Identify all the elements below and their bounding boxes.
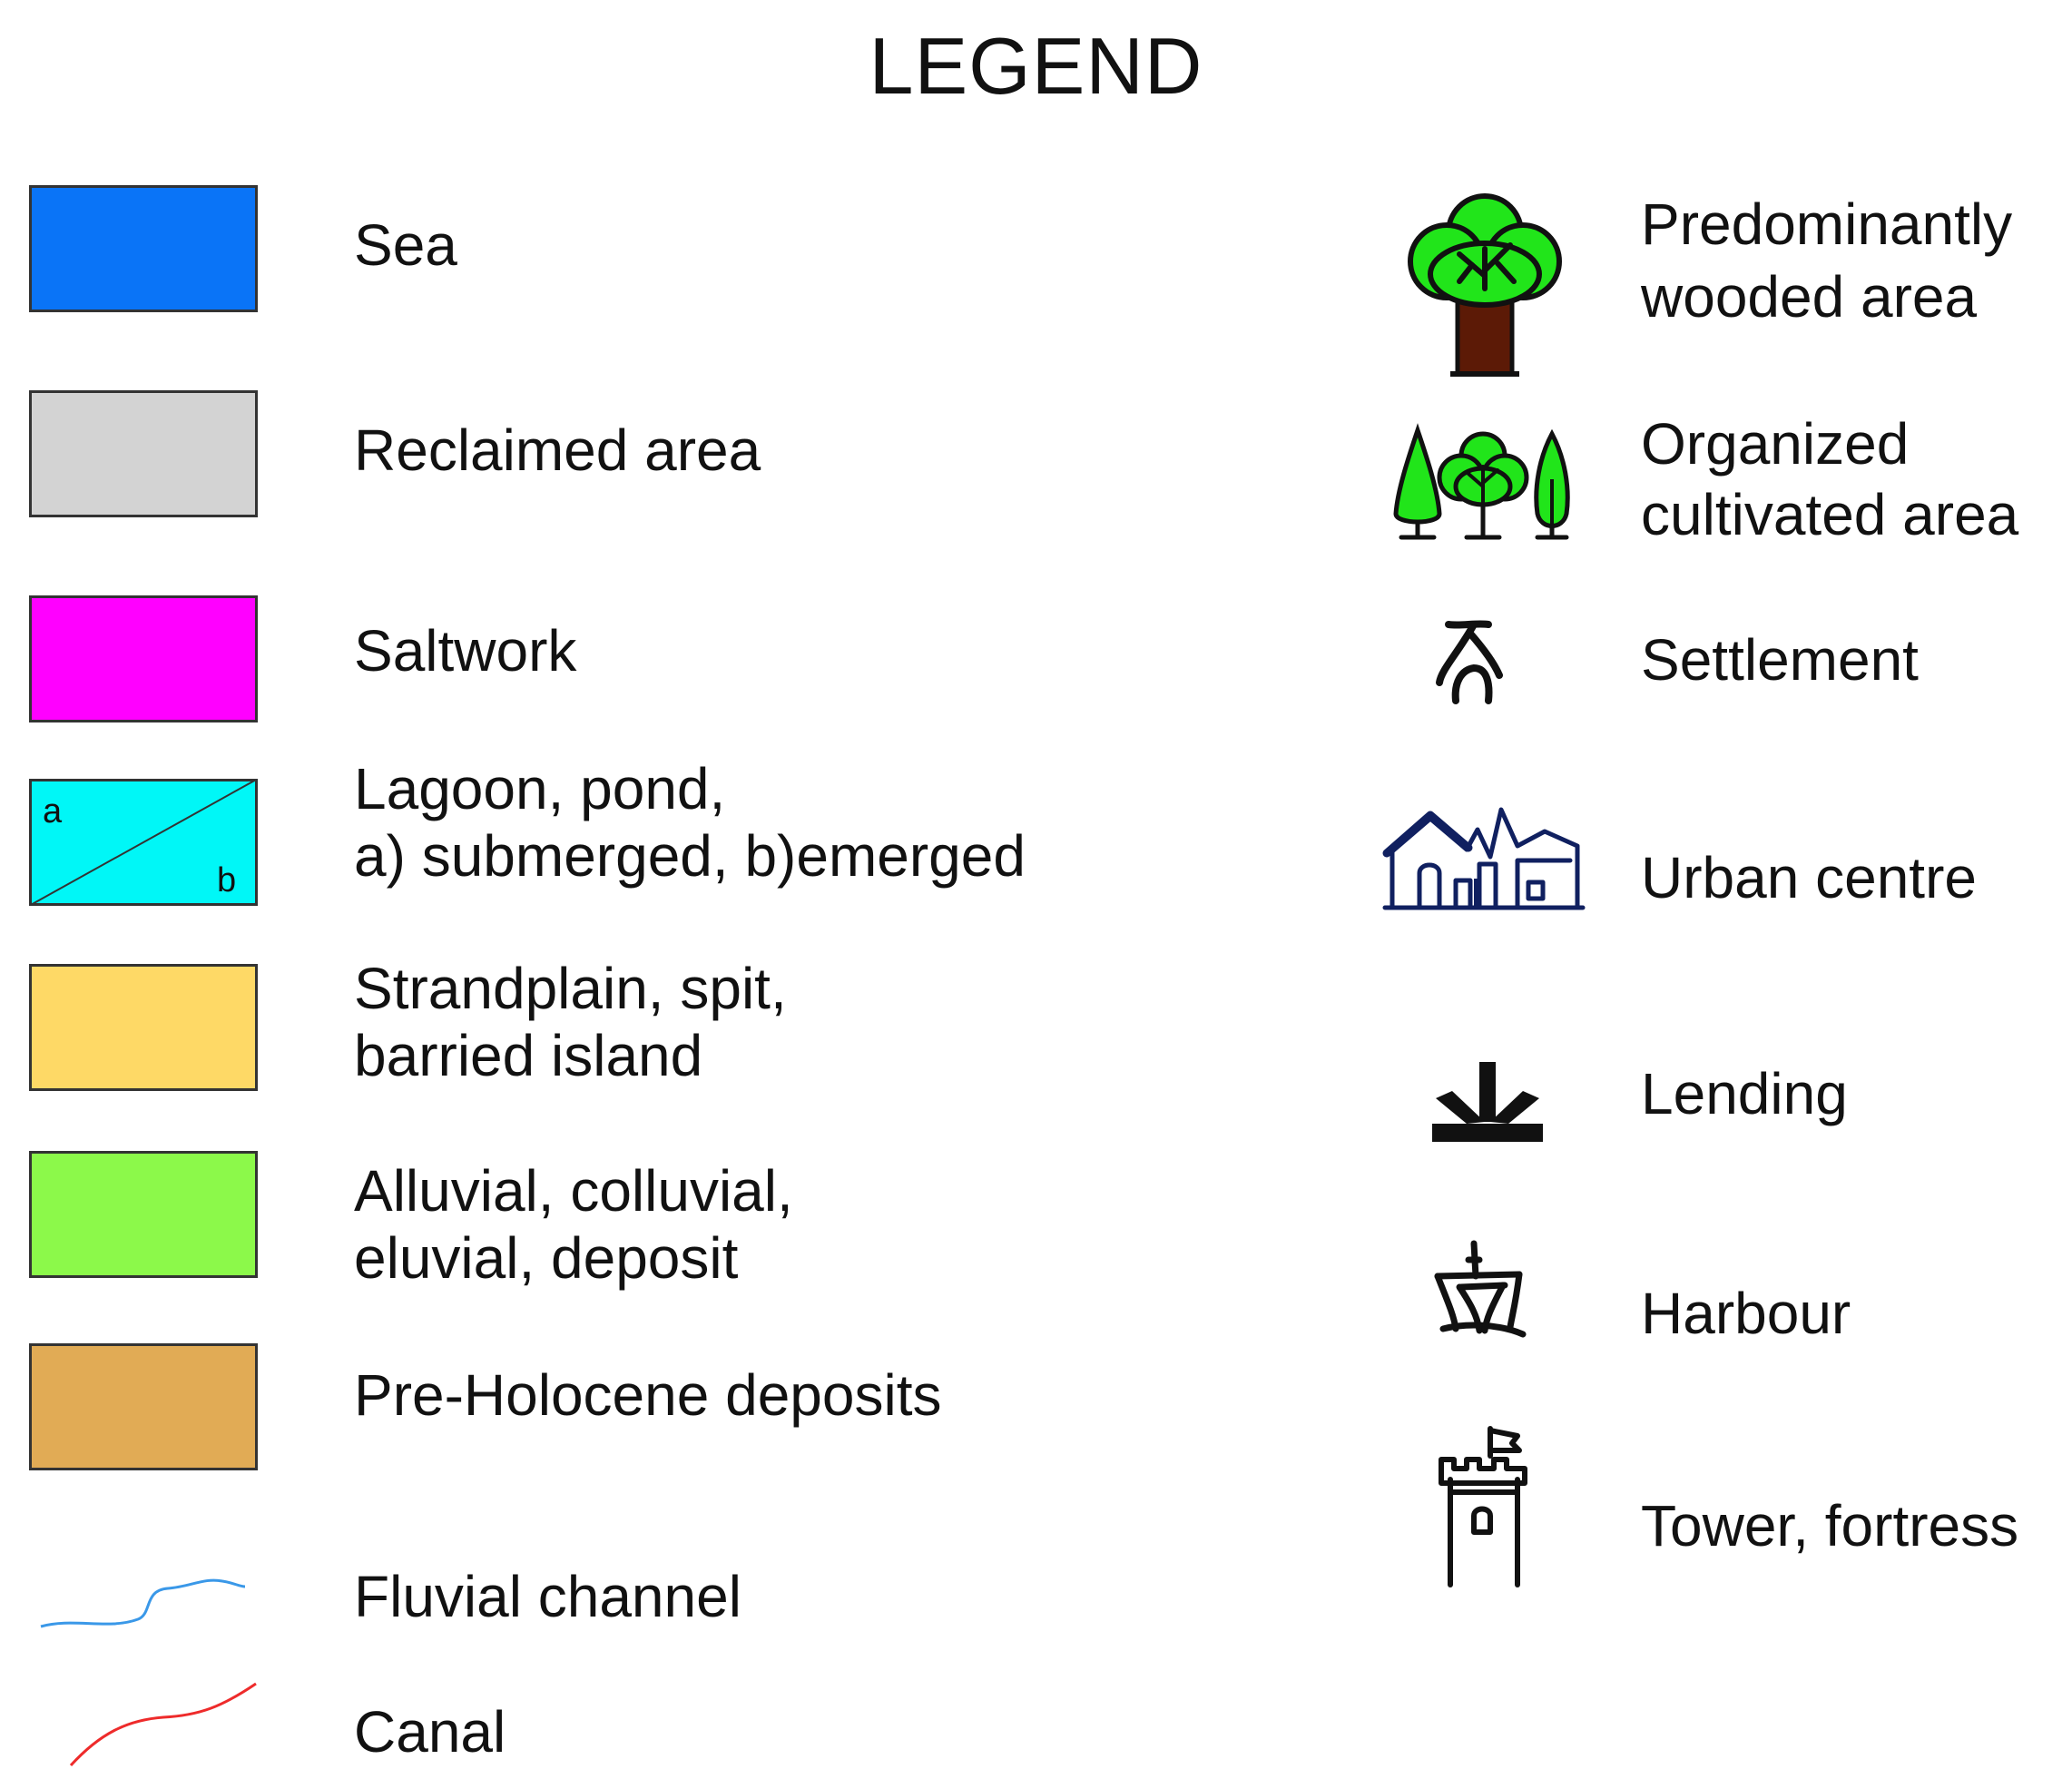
urban-icon: [1382, 807, 1586, 910]
strandplain-swatch: [29, 964, 258, 1091]
harbour-icon: [1434, 1240, 1527, 1338]
reclaimed-swatch: [29, 390, 258, 517]
saltwork-label: Saltwork: [354, 618, 577, 683]
sea-swatch: [29, 185, 258, 312]
alluvial-label-line2: eluvial, deposit: [354, 1225, 739, 1291]
saltwork-swatch: [29, 595, 258, 722]
fluvial-label: Fluvial channel: [354, 1564, 741, 1629]
landing-icon: [1432, 1062, 1543, 1142]
wooded-label-line1: Predominantly: [1641, 192, 2013, 257]
alluvial-label-line1: Alluvial, colluvial,: [354, 1158, 793, 1224]
legend-title: LEGEND: [869, 21, 1203, 111]
wooded-label-line2: wooded area: [1641, 264, 1978, 329]
canal-line: [69, 1682, 257, 1767]
lagoon-mark-a: a: [43, 792, 63, 831]
cultivated-label-line1: Organized: [1641, 411, 1910, 477]
landing-label: Lending: [1641, 1061, 1848, 1126]
strandplain-label-line2: barried island: [354, 1023, 703, 1088]
tree-icon: [1408, 193, 1562, 377]
canal-label: Canal: [354, 1699, 506, 1764]
settlement-icon: [1436, 620, 1503, 704]
harbour-label: Harbour: [1641, 1281, 1851, 1346]
lagoon-swatch: a b: [29, 779, 258, 906]
lagoon-label-line2: a) submerged, b)emerged: [354, 823, 1026, 889]
settlement-label: Settlement: [1641, 627, 1919, 693]
trees-icon: [1393, 423, 1570, 540]
fluvial-channel-line: [40, 1578, 246, 1628]
lagoon-diagonal: [32, 781, 255, 903]
tower-icon: [1439, 1426, 1527, 1587]
preholocene-swatch: [29, 1343, 258, 1470]
urban-label: Urban centre: [1641, 845, 1977, 910]
strandplain-label-line1: Strandplain, spit,: [354, 956, 787, 1021]
reclaimed-label: Reclaimed area: [354, 418, 761, 483]
lagoon-label-line1: Lagoon, pond,: [354, 756, 726, 821]
preholocene-label: Pre-Holocene deposits: [354, 1362, 942, 1428]
alluvial-swatch: [29, 1151, 258, 1278]
tower-label: Tower, fortress: [1641, 1493, 2019, 1558]
lagoon-mark-b: b: [217, 861, 237, 899]
cultivated-label-line2: cultivated area: [1641, 482, 2019, 547]
sea-label: Sea: [354, 212, 457, 278]
